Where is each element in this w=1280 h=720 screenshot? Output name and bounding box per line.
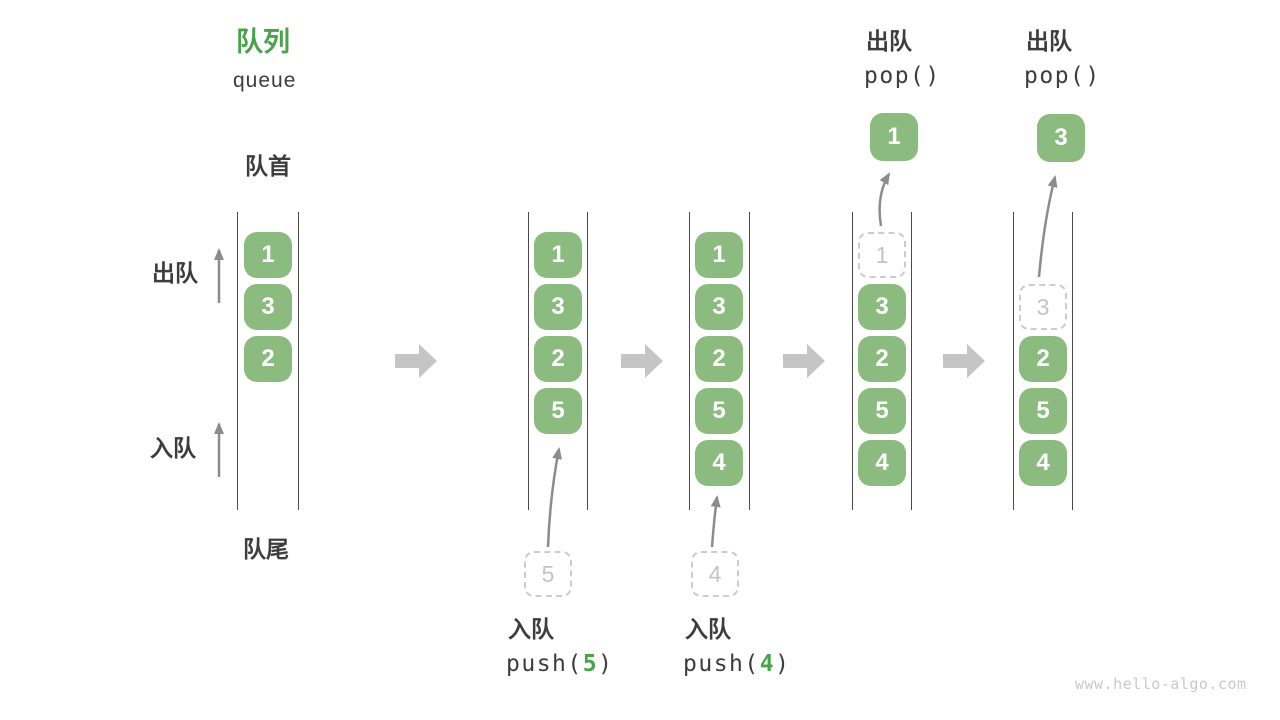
label-enqueue: 入队 (150, 435, 196, 461)
queue-container-state5 (1013, 212, 1073, 510)
transition-arrow-icon (943, 344, 985, 378)
queue-item-box: 2 (695, 336, 743, 382)
queue-item-box: 2 (534, 336, 582, 382)
op-close: ) (598, 651, 614, 677)
popped-item-box: 1 (870, 113, 918, 161)
queue-item-dashed-box: 3 (1019, 284, 1067, 330)
queue-item-box: 3 (695, 284, 743, 330)
op-label-enqueue: 入队 (508, 616, 554, 642)
queue-container-state2 (528, 212, 588, 510)
op-code-pop: pop() (1024, 63, 1101, 91)
queue-item-dashed-box: 1 (858, 232, 906, 278)
incoming-item-box: 4 (691, 551, 739, 597)
op-code-push4: push(4) (683, 651, 790, 679)
page-title: 队列 (236, 27, 290, 57)
op-arg: 5 (582, 651, 599, 677)
queue-item-box: 5 (695, 388, 743, 434)
op-arg: 4 (759, 651, 776, 677)
op-fn: push( (683, 651, 760, 677)
watermark: www.hello-algo.com (1075, 675, 1247, 693)
queue-item-box: 4 (1019, 440, 1067, 486)
queue-item-box: 4 (695, 440, 743, 486)
op-fn: push( (506, 651, 583, 677)
op-fn: pop() (1024, 63, 1101, 89)
queue-container-state3 (689, 212, 750, 510)
label-queue-rear: 队尾 (243, 536, 289, 562)
label-dequeue: 出队 (152, 260, 198, 286)
queue-item-box: 2 (1019, 336, 1067, 382)
queue-item-box: 1 (534, 232, 582, 278)
queue-item-box: 1 (695, 232, 743, 278)
queue-item-box: 5 (858, 388, 906, 434)
op-label-enqueue: 入队 (685, 616, 731, 642)
transition-arrow-icon (395, 344, 437, 378)
op-close: ) (775, 651, 791, 677)
op-code-pop: pop() (864, 63, 941, 91)
queue-item-box: 3 (858, 284, 906, 330)
incoming-item-box: 5 (524, 551, 572, 597)
op-fn: pop() (864, 63, 941, 89)
queue-item-box: 3 (534, 284, 582, 330)
op-label-dequeue: 出队 (1026, 28, 1072, 54)
queue-container-state1 (237, 212, 299, 510)
queue-item-box: 2 (858, 336, 906, 382)
op-code-push5: push(5) (506, 651, 613, 679)
queue-item-box: 4 (858, 440, 906, 486)
transition-arrow-icon (783, 344, 825, 378)
queue-item-box: 3 (244, 284, 292, 330)
queue-item-box: 5 (534, 388, 582, 434)
queue-item-box: 1 (244, 232, 292, 278)
label-queue-front: 队首 (245, 153, 291, 179)
queue-item-box: 2 (244, 336, 292, 382)
op-label-dequeue: 出队 (866, 28, 912, 54)
queue-container-state4 (852, 212, 912, 510)
transition-arrow-icon (621, 344, 663, 378)
queue-item-box: 5 (1019, 388, 1067, 434)
page-subtitle: queue (233, 69, 297, 92)
popped-item-box: 3 (1037, 114, 1085, 162)
